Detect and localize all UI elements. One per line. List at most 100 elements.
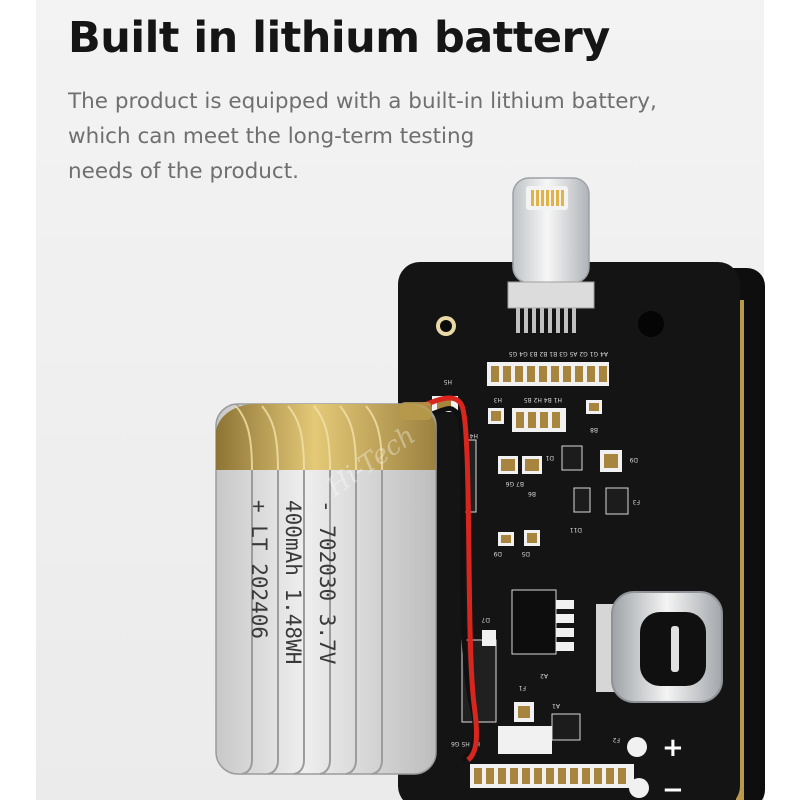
bottom-pad [534, 768, 542, 784]
description-line-3: needs of the product. [68, 159, 299, 184]
silk-h4: H4 [469, 432, 478, 439]
minus-mark: − [662, 775, 684, 800]
bottom-pad [618, 768, 626, 784]
top-test-pad-row [487, 362, 609, 386]
silk-b7-g6: B7 G6 [506, 480, 524, 487]
mounting-hole-right [638, 311, 664, 337]
second-pad [516, 412, 524, 428]
top-pad [587, 366, 595, 382]
d1-transistor [561, 445, 583, 471]
lightning-contact [536, 190, 539, 206]
lightning-contact [541, 190, 544, 206]
right-page-margin [764, 0, 800, 800]
a2-chip [511, 589, 574, 655]
bottom-pad [606, 768, 614, 784]
silk-h5: H5 [443, 378, 452, 385]
feature-heading: Built in lithium battery [68, 13, 610, 63]
battery-label-line-1: + LT 202406 [247, 500, 271, 639]
bottom-pad [522, 768, 530, 784]
lightning-pin [556, 308, 560, 333]
battery-tab [400, 402, 432, 420]
d9-lower-copper [501, 535, 511, 543]
top-pad [551, 366, 559, 382]
bottom-pad [570, 768, 578, 784]
silk-d7: D7 [481, 616, 490, 623]
second-pad [540, 412, 548, 428]
top-pad [599, 366, 607, 382]
second-pad [528, 412, 536, 428]
h3-pad-copper [491, 411, 501, 421]
lightning-pin [564, 308, 568, 333]
left-page-margin [0, 0, 36, 800]
b8-pad-copper [589, 403, 599, 411]
silk-d1: D1 [545, 454, 554, 461]
h5-pad-copper [437, 399, 451, 409]
top-pad [575, 366, 583, 382]
usb-c-port [596, 591, 723, 703]
lightning-contact [551, 190, 554, 206]
battery-label: + LT 202406 400mAh 1.48WH - 702030 3.7V [247, 500, 339, 665]
silk-d11: D11 [570, 526, 582, 533]
lightning-pin [548, 308, 552, 333]
middle-components [498, 445, 629, 546]
lithium-battery: + LT 202406 400mAh 1.48WH - 702030 3.7V [215, 402, 437, 775]
silk-top-pins: A4 G1 G2 A5 G3 B1 B2 B3 G4 G5 [509, 350, 608, 357]
bottom-pad [558, 768, 566, 784]
a2-chip-pin [556, 614, 574, 623]
a1-chip [551, 713, 581, 741]
red-wire [408, 395, 479, 762]
lightning-contact [531, 190, 534, 206]
silk-a1: A1 [552, 702, 560, 709]
second-pad [552, 412, 560, 428]
b7-pad-copper [501, 459, 515, 471]
silk-h3: H3 [493, 396, 502, 403]
lightning-pin [540, 308, 544, 333]
lightning-contact [556, 190, 559, 206]
battery-label-line-2: 400mAh 1.48WH [281, 500, 305, 664]
negative-terminal-pad [629, 778, 649, 798]
top-pad [563, 366, 571, 382]
f3-transistor [605, 487, 629, 515]
silk-f1: F1 [519, 684, 526, 691]
d11-transistor-left [573, 487, 591, 513]
silk-f2: F2 [613, 736, 620, 743]
top-pad [491, 366, 499, 382]
silk-d9-lower: D9 [493, 550, 502, 557]
description-line-2: which can meet the long-term testing [68, 124, 475, 149]
lightning-base [507, 281, 595, 309]
b6-pad-copper [525, 459, 539, 471]
front-pcb: A4 G1 G2 A5 G3 B1 B2 B3 G4 G5 H1 B4 H2 B… [398, 262, 740, 800]
lightning-pin [532, 308, 536, 333]
silk-f3: F3 [633, 498, 640, 505]
usb-c-tongue [671, 626, 679, 672]
a2-chip-pin [556, 600, 574, 609]
d9-pad-copper [604, 454, 618, 468]
top-pad [515, 366, 523, 382]
positive-terminal-pad [627, 737, 647, 757]
silk-h4-h5-g6: H4 H5 G6 [451, 740, 480, 747]
second-test-pad-row [488, 400, 602, 432]
battery-label-line-3: - 702030 3.7V [315, 500, 339, 665]
lightning-pin [572, 308, 576, 333]
battery-wires [408, 395, 479, 763]
description-line-1: The product is equipped with a built-in … [68, 89, 657, 114]
a2-chip-pin [556, 642, 574, 651]
bottom-pad [474, 768, 482, 784]
top-pad [503, 366, 511, 382]
bottom-pad [498, 768, 506, 784]
lightning-connector [507, 177, 595, 333]
silk-b6: B6 [528, 490, 536, 497]
lower-pad-row [498, 726, 552, 754]
bottom-pad [594, 768, 602, 784]
lightning-contact [546, 190, 549, 206]
bottom-pad [582, 768, 590, 784]
lightning-contact [561, 190, 564, 206]
silk-b8: B8 [590, 426, 598, 433]
d5-pad-copper [527, 533, 537, 543]
plus-mark: + [662, 733, 684, 763]
silk-row2: H1 B4 H2 B5 [524, 396, 562, 403]
bottom-pad [546, 768, 554, 784]
bottom-pad [510, 768, 518, 784]
lightning-pin [524, 308, 528, 333]
